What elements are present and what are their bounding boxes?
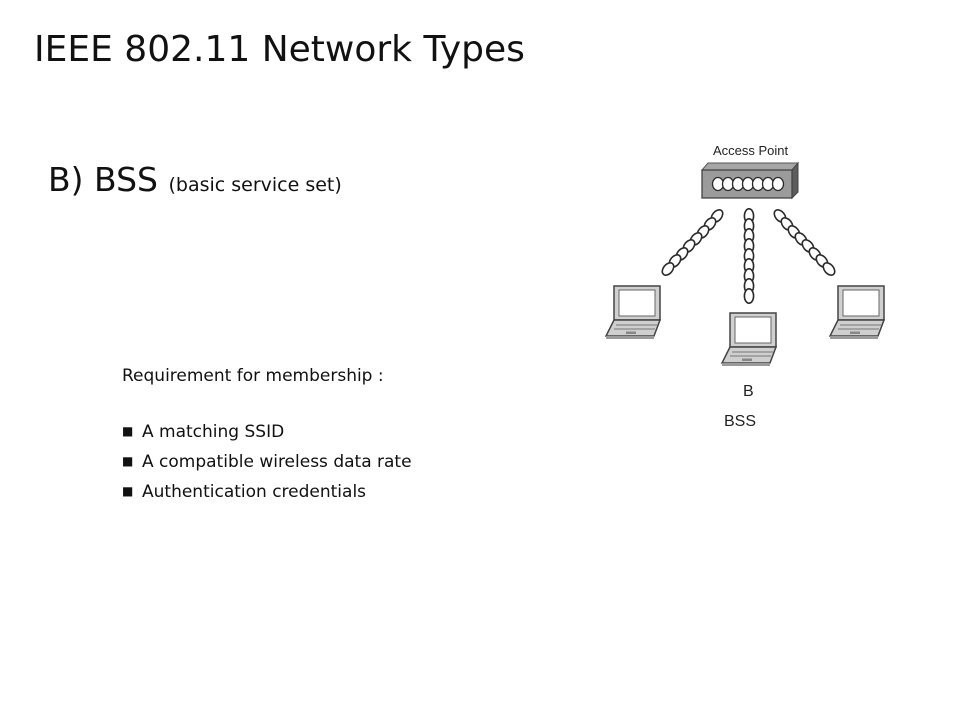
- bss-diagram-svg: Access Point: [605, 143, 885, 430]
- requirement-text: A compatible wireless data rate: [142, 452, 412, 472]
- list-item: ■ A compatible wireless data rate: [122, 447, 412, 477]
- list-item: ■ Authentication credentials: [122, 477, 412, 507]
- membership-requirements: Requirement for membership : ■ A matching…: [122, 362, 412, 507]
- laptop-icon: [721, 312, 777, 367]
- requirements-list: ■ A matching SSID ■ A compatible wireless …: [122, 417, 412, 507]
- slide-title: IEEE 802.11 Network Types: [34, 29, 525, 70]
- diagram-letter: B: [743, 383, 754, 400]
- square-bullet-icon: ■: [122, 454, 134, 468]
- square-bullet-icon: ■: [122, 484, 134, 498]
- section-heading: B) BSS (basic service set): [48, 160, 342, 199]
- access-point-label: Access Point: [713, 143, 789, 158]
- section-main: B) BSS: [48, 160, 158, 199]
- access-point-icon: [700, 161, 800, 200]
- wireless-signal-icon: [659, 206, 726, 279]
- wireless-signal-icon: [743, 208, 755, 305]
- requirement-text: Authentication credentials: [142, 482, 367, 502]
- requirements-title: Requirement for membership :: [122, 366, 384, 386]
- requirement-text: A matching SSID: [142, 422, 285, 442]
- wireless-signal-icon: [771, 206, 838, 279]
- diagram-caption: BSS: [724, 413, 756, 430]
- square-bullet-icon: ■: [122, 424, 134, 438]
- section-subtitle: (basic service set): [168, 174, 342, 196]
- laptop-icon: [605, 285, 661, 340]
- bss-diagram: Access Point: [590, 128, 900, 438]
- list-item: ■ A matching SSID: [122, 417, 412, 447]
- laptop-icon: [829, 285, 885, 340]
